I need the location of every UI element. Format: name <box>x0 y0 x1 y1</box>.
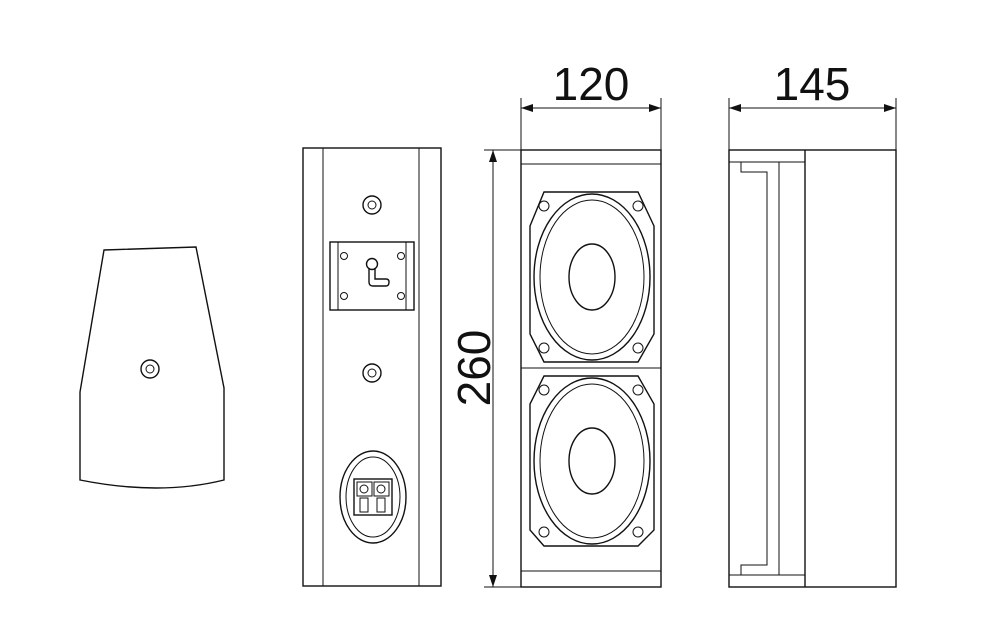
depth-label: 145 <box>774 58 851 110</box>
driver-screw-icon <box>538 384 550 396</box>
driver-screw-icon <box>538 526 550 538</box>
driver-upper <box>529 191 655 363</box>
terminal-post-icon <box>359 484 369 494</box>
mount-screw-icon <box>140 359 160 379</box>
front-view <box>520 149 662 588</box>
terminal-post-icon <box>376 484 386 494</box>
keyhole-icon <box>365 257 379 271</box>
driver-screw-icon <box>632 200 644 212</box>
dimension-depth: 145 <box>728 58 897 150</box>
screw-icon <box>362 363 382 383</box>
driver-lower <box>529 375 655 547</box>
driver-screw-icon <box>538 342 550 354</box>
screw-icon <box>362 195 382 215</box>
width-label: 120 <box>553 58 630 110</box>
dust-cap <box>568 243 616 311</box>
driver-screw-icon <box>538 200 550 212</box>
dimension-width: 120 <box>520 58 662 150</box>
rear-view <box>302 147 442 587</box>
keyhole-bracket <box>329 241 415 311</box>
dust-cap <box>568 427 616 495</box>
driver-screw-icon <box>632 384 644 396</box>
side-view <box>728 149 897 588</box>
dimension-height: 260 <box>448 149 521 588</box>
top-view <box>79 246 225 489</box>
height-label: 260 <box>448 330 500 407</box>
driver-screw-icon <box>632 526 644 538</box>
speaker-terminal <box>339 450 407 544</box>
driver-screw-icon <box>632 342 644 354</box>
